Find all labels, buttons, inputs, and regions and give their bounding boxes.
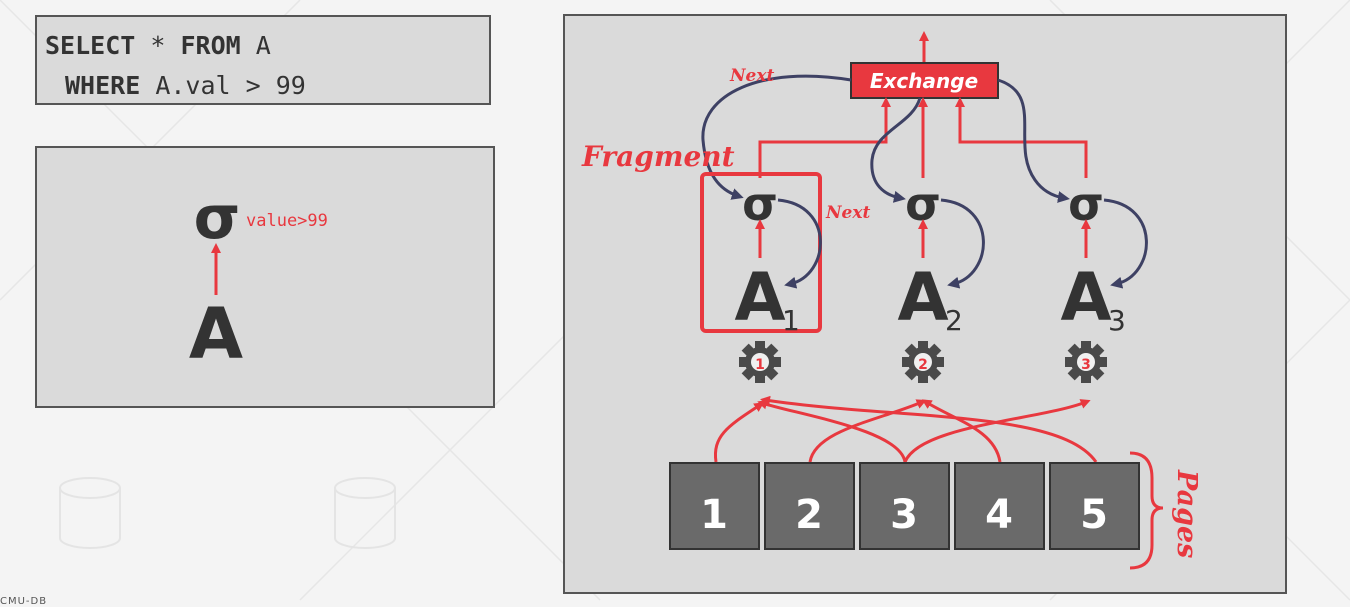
tree-predicate-label: value>99: [246, 211, 328, 231]
footer-logo-text: CMU-DB: [0, 596, 48, 607]
database-watermark-icon: [59, 477, 396, 549]
fragment-table-label: A: [734, 259, 785, 336]
worker-number: 2: [918, 357, 928, 373]
sql-keyword-where: WHERE: [65, 71, 141, 100]
sql-line-1: SELECT * FROM A: [45, 26, 489, 66]
filter-next-arrow: [940, 198, 985, 289]
sql-keyword-select: SELECT: [45, 31, 136, 60]
page-number: 1: [700, 492, 728, 538]
fragment-selection-operator: σ: [742, 177, 778, 231]
fragment-label: Fragment: [581, 140, 735, 173]
sql-star: *: [135, 31, 181, 60]
sql-query-box: SELECT * FROM A WHERE A.val > 99: [35, 15, 491, 105]
next-label-mid: Next: [825, 203, 870, 223]
worker-number: 1: [755, 357, 765, 373]
sql-line-2: WHERE A.val > 99: [45, 66, 489, 106]
sql-table: A: [240, 31, 271, 60]
sql-condition: A.val > 99: [140, 71, 306, 100]
page-number: 2: [795, 492, 823, 538]
fragment-selection-operator: σ: [905, 177, 941, 231]
page-block: [669, 462, 760, 550]
fragment-to-exchange-arrows: [758, 97, 1088, 178]
fragment-table-subscript: 1: [782, 304, 800, 337]
page-number: 5: [1080, 492, 1108, 538]
fragment-selection-operator: σ: [1068, 177, 1104, 231]
worker-number: 3: [1081, 357, 1091, 373]
next-request-arrows: [701, 74, 1070, 203]
filter-next-arrow: [777, 198, 822, 289]
fragment-table-label: A: [897, 259, 948, 336]
fragment-1: σ A 1 1: [734, 177, 822, 383]
fragment-3: σ A 3 3: [1060, 177, 1148, 383]
page-block: [764, 462, 855, 550]
pages-row: 1 2 3 4 5: [669, 462, 1140, 550]
page-number: 3: [890, 492, 918, 538]
page-block: [859, 462, 950, 550]
pages-brace: [1129, 451, 1164, 570]
page-number: 4: [985, 492, 1013, 538]
fragment-2: σ A 2 2: [897, 177, 985, 383]
query-tree: σ value>99 A: [189, 183, 328, 375]
query-tree-box: [35, 146, 495, 408]
pages-label: Pages: [1171, 469, 1202, 558]
page-block: [954, 462, 1045, 550]
filter-next-arrow: [1103, 198, 1148, 289]
exchange-label: Exchange: [870, 69, 978, 93]
next-label-top: Next: [729, 66, 774, 86]
exchange-operator-box[interactable]: [850, 62, 999, 99]
fragment-table-subscript: 3: [1108, 304, 1126, 337]
fragment-table-label: A: [1060, 259, 1111, 336]
page-to-worker-arrows: [713, 395, 1098, 463]
tree-selection-operator: σ: [194, 183, 241, 253]
page-block: [1049, 462, 1140, 550]
fragment-table-subscript: 2: [945, 304, 963, 337]
sql-keyword-from: FROM: [180, 31, 241, 60]
tree-table-label: A: [189, 293, 243, 375]
